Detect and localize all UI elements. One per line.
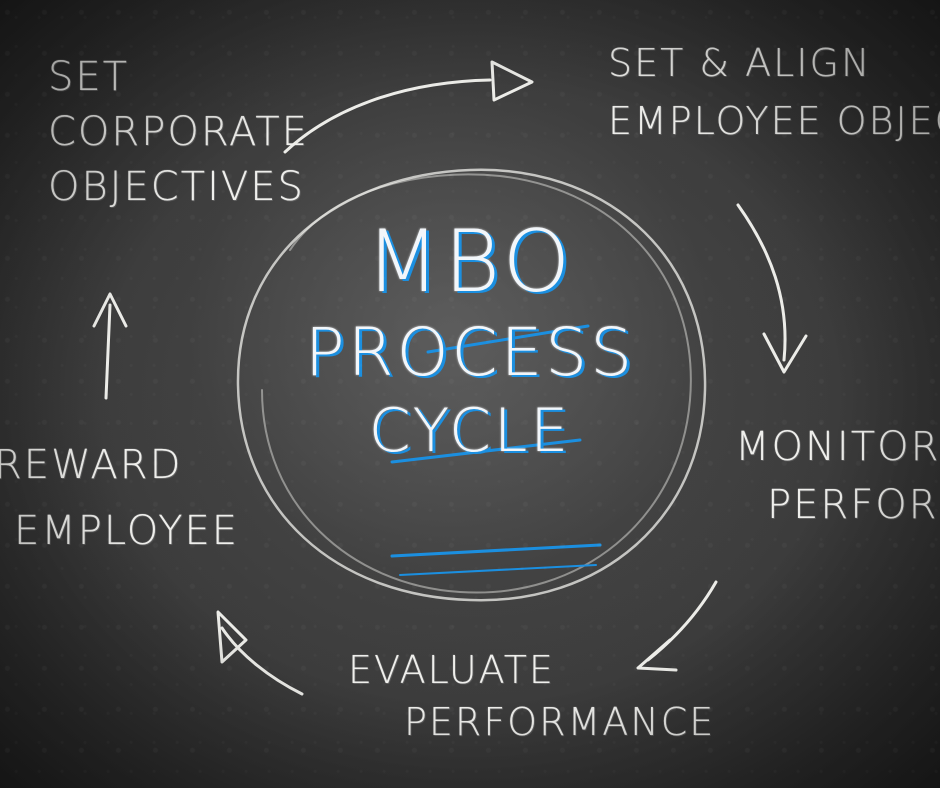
arrow-right-head xyxy=(762,332,808,374)
step-label-line: MONITOR xyxy=(735,424,940,470)
arrow-right-curve xyxy=(736,203,787,362)
step-set-align-employee-objectives: SET & ALIGN EMPLOYEE OBJECTIVES xyxy=(608,34,940,150)
title-underline-4 xyxy=(399,564,597,576)
step-evaluate-performance: EVALUATE PERFORMANCE xyxy=(348,644,715,748)
diagram-title: MBO PROCESS CYCLE xyxy=(300,212,640,468)
step-label-line: CORPORATE xyxy=(48,109,309,155)
title-line-mbo: MBO xyxy=(365,212,575,312)
center-circle-outer xyxy=(236,168,707,602)
step-label-line: PERFORMANCE xyxy=(404,700,716,744)
step-label-line: EMPLOYEE xyxy=(14,508,240,554)
title-underline-1 xyxy=(426,324,590,354)
step-label-line: EMPLOYEE OBJECTIVES xyxy=(608,99,940,143)
step-label-line: PERFORMANCE xyxy=(767,482,940,528)
arrow-left-line xyxy=(104,303,112,400)
arrow-bottom-right-head xyxy=(636,638,678,672)
step-reward-employee: REWARD EMPLOYEE xyxy=(0,432,239,564)
step-label-line: EVALUATE xyxy=(348,648,555,692)
title-underline-2 xyxy=(390,438,582,464)
step-label-line: OBJECTIVES xyxy=(48,164,305,210)
arrow-bottom-left-curve xyxy=(220,626,304,696)
center-circle-inner xyxy=(261,173,692,594)
arrow-top-curve xyxy=(283,78,492,154)
title-underline-3 xyxy=(390,543,602,558)
title-line-cycle: CYCLE xyxy=(368,396,572,466)
arrow-top-head xyxy=(490,60,534,102)
step-label-line: SET xyxy=(48,54,130,100)
arrow-left-head xyxy=(92,292,128,328)
step-label-line: SET & ALIGN xyxy=(608,41,872,85)
arrow-bottom-left-head xyxy=(216,610,248,664)
step-set-corporate-objectives: SET CORPORATE OBJECTIVES xyxy=(48,50,309,215)
step-monitor-performance: MONITOR PERFORMANCE xyxy=(735,418,940,534)
title-line-process: PROCESS xyxy=(304,314,636,391)
step-label-line: REWARD xyxy=(0,442,183,488)
